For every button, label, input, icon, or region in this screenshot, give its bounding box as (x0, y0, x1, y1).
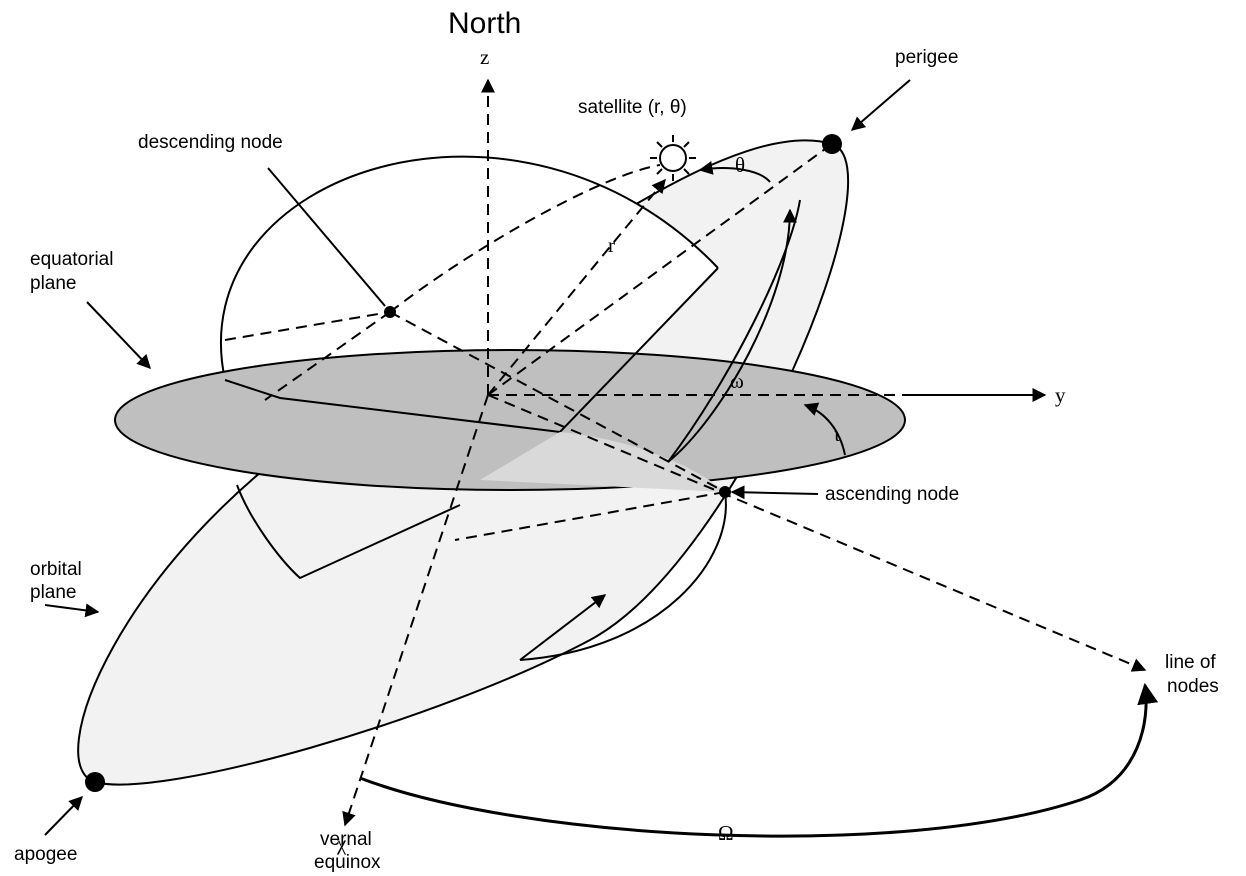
perigee-pointer (850, 79, 911, 131)
Omega-symbol: Ω (718, 821, 734, 845)
perigee-point (822, 134, 842, 154)
apogee-point (85, 772, 105, 792)
equatorial-plane-label-2: plane (30, 273, 77, 294)
apogee-label: apogee (14, 844, 77, 865)
sphere-cut (224, 267, 719, 434)
ascending-node-point (719, 486, 731, 498)
z-axis-label: z (480, 45, 489, 69)
orbit-inner (667, 199, 801, 463)
omega-symbol: ω (730, 369, 744, 393)
satellite-icon (650, 135, 696, 181)
line-of-nodes-label-1: line of (1165, 652, 1216, 673)
celestial-sphere-outline (219, 155, 719, 381)
inclination-symbol: ι (834, 422, 840, 446)
line-of-nodes-label-2: nodes (1167, 676, 1219, 697)
omega-arc (667, 208, 797, 463)
orbit-path (519, 491, 727, 661)
orbit-direction-arrow (519, 594, 607, 661)
orbital-plane-label-1: orbital (30, 559, 82, 580)
descending-node-pointer (267, 167, 386, 307)
satellite-label: satellite (r, θ) (578, 97, 687, 118)
vernal-label: vernal (320, 829, 372, 850)
orbital-plane-pointer (44, 603, 100, 618)
orbital-plane-front (480, 432, 725, 492)
x-axis (342, 394, 489, 827)
descending-node-label: descending node (138, 132, 283, 153)
apsides-line (454, 491, 726, 541)
descending-dash-a (224, 311, 391, 341)
theta-symbol: θ (735, 153, 745, 177)
lower-sphere (236, 484, 461, 580)
inclination-arc (803, 402, 846, 456)
equatorial-plane (114, 349, 906, 491)
ascending-node-label: ascending node (825, 484, 959, 505)
radius-line (487, 178, 666, 396)
r-symbol: r (608, 233, 615, 257)
ascending-node-pointer (730, 485, 819, 500)
Omega-arc (359, 682, 1159, 838)
apogee-pointer (44, 795, 83, 836)
equinox-label: equinox (314, 852, 381, 873)
descending-dash-b (264, 311, 391, 401)
perigee-label: perigee (895, 47, 958, 68)
descending-node-point (384, 306, 396, 318)
equator-dash (389, 164, 661, 313)
x-axis-label: χ (336, 831, 347, 855)
theta-arc (698, 161, 771, 183)
orbital-plane-label-2: plane (30, 582, 77, 603)
north-label: North (448, 7, 521, 40)
line-of-nodes (487, 394, 1147, 672)
equatorial-plane-pointer (86, 301, 151, 370)
equatorial-plane-label-1: equatorial (30, 249, 113, 270)
y-axis-label: y (1055, 383, 1066, 407)
